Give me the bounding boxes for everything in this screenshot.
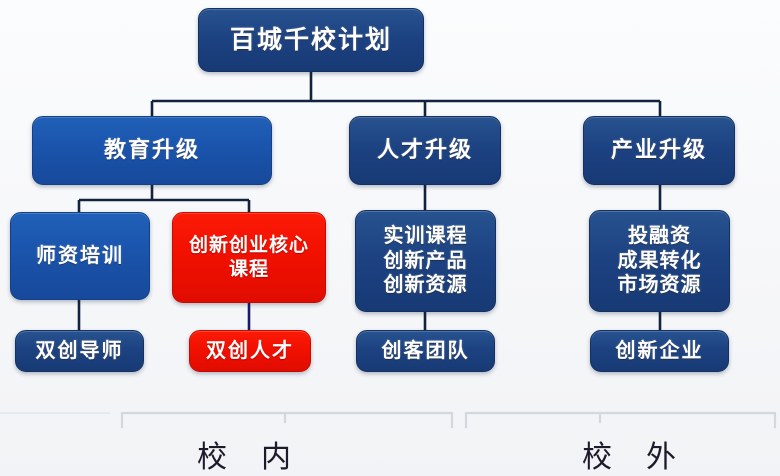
node-industry[interactable]: 产业升级 — [583, 116, 735, 185]
node-teacher-training[interactable]: 师资培训 — [10, 212, 150, 300]
node-practical-courses[interactable]: 实训课程 创新产品 创新资源 — [355, 210, 496, 312]
scope-label-on-campus: 校内 — [197, 441, 325, 474]
scope-label-off-campus: 校外 — [582, 441, 710, 474]
node-maker-team[interactable]: 创客团队 — [356, 330, 495, 372]
node-investment-financing[interactable]: 投融资 成果转化 市场资源 — [589, 210, 730, 312]
node-core-course[interactable]: 创新创业核心 课程 — [172, 212, 326, 303]
node-innovative-enterprise[interactable]: 创新企业 — [590, 330, 729, 372]
node-talent[interactable]: 人才升级 — [349, 116, 501, 185]
node-dual-innovation-mentor[interactable]: 双创导师 — [15, 330, 144, 372]
node-dual-innovation-talent[interactable]: 双创人才 — [189, 330, 311, 372]
node-education[interactable]: 教育升级 — [32, 116, 272, 185]
node-root[interactable]: 百城千校计划 — [198, 8, 424, 72]
